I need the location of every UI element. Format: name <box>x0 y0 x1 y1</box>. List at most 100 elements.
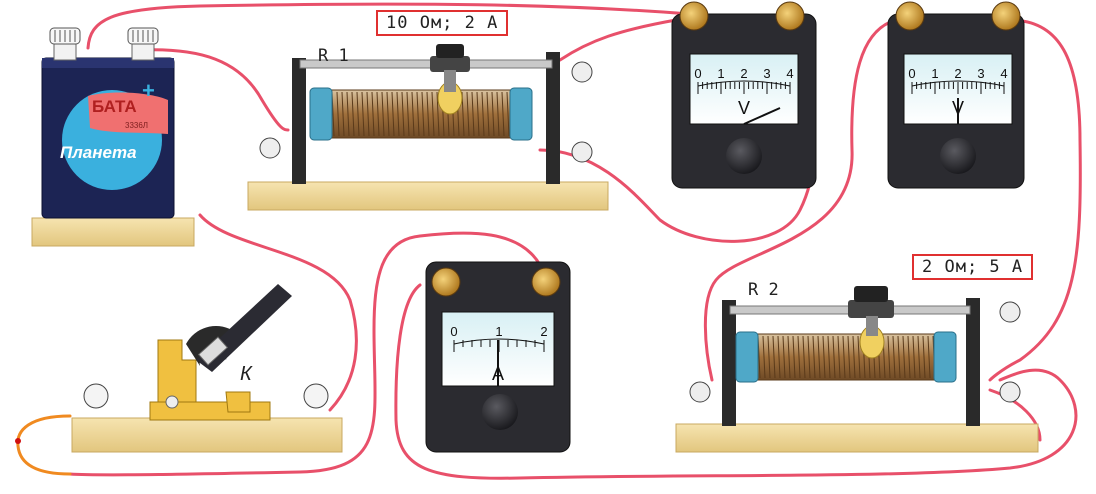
coil-turn <box>426 91 430 137</box>
coil-turn <box>917 335 921 379</box>
coil-turn <box>496 91 500 137</box>
scale-label: 1 <box>717 66 724 81</box>
knife-switch[interactable]: К <box>71 284 343 453</box>
scale-label: 0 <box>694 66 701 81</box>
r2-terminal-right-top[interactable] <box>999 301 1021 323</box>
coil-turn <box>416 91 420 137</box>
voltmeter-zero-knob[interactable] <box>726 138 762 174</box>
r2-terminal-right-bottom[interactable] <box>999 381 1021 403</box>
r1-terminal-right-bottom[interactable] <box>571 141 593 163</box>
scale-label: 1 <box>931 66 938 81</box>
coil-turn <box>486 91 490 137</box>
r1-name: R 1 <box>318 46 349 66</box>
ammeter-zero-knob[interactable] <box>482 394 518 430</box>
battery-plus-sign: + <box>142 78 155 103</box>
r1-terminal-left[interactable] <box>259 137 281 159</box>
coil-turn <box>481 91 485 137</box>
wire-r1-voltmeter <box>558 18 678 62</box>
r1-base <box>247 181 609 211</box>
coil-turn <box>421 91 425 137</box>
voltmeter2-terminal-right[interactable] <box>991 1 1021 31</box>
wires <box>16 2 1082 480</box>
coil-turn <box>386 91 390 137</box>
coil-turn <box>887 335 891 379</box>
coil-turn <box>436 91 440 137</box>
ammeter-terminal-right[interactable] <box>531 267 561 297</box>
coil-turn <box>336 91 340 137</box>
coil-turn <box>912 335 916 379</box>
coil-turn <box>371 91 375 137</box>
wire-ammeter-r1 <box>68 231 542 477</box>
coil-turn <box>897 335 901 379</box>
coil-turn <box>411 91 415 137</box>
scale-label: 1 <box>495 324 502 339</box>
coil-turn <box>466 91 470 137</box>
voltmeter2-zero-knob[interactable] <box>940 138 976 174</box>
ammeter-terminal-left[interactable] <box>431 267 461 297</box>
scale-label: 4 <box>1000 66 1007 81</box>
wire-ammeter-left <box>394 283 1078 480</box>
scale-label: 2 <box>740 66 747 81</box>
r2-name: R 2 <box>748 280 779 300</box>
wire-free-end-tip[interactable] <box>15 438 21 444</box>
coil-turn <box>847 335 851 379</box>
coil-turn <box>356 91 360 137</box>
scale-label: 0 <box>908 66 915 81</box>
battery-brand: Планета <box>60 143 137 162</box>
wire-battery-top <box>86 2 692 50</box>
coil-turn <box>361 91 365 137</box>
r2-slider[interactable] <box>848 286 894 359</box>
switch-base <box>71 417 343 453</box>
coil-turn <box>907 335 911 379</box>
coil-turn <box>381 91 385 137</box>
coil-turn <box>346 91 350 137</box>
scale-label: 2 <box>540 324 547 339</box>
coil-turn <box>797 335 801 379</box>
coil-turn <box>777 335 781 379</box>
wire-battery-switch <box>198 213 358 412</box>
coil-turn <box>772 335 776 379</box>
coil-turn <box>842 335 846 379</box>
coil-turn <box>892 335 896 379</box>
coil-turn <box>787 335 791 379</box>
scale-label: 2 <box>954 66 961 81</box>
voltmeter-terminal-right[interactable] <box>775 1 805 31</box>
r1-rating: 10 Ом; 2 А <box>376 10 509 36</box>
wire-r2-bottom <box>988 388 1042 442</box>
scale-label: 0 <box>450 324 457 339</box>
r2-rating: 2 Ом; 5 А <box>912 254 1034 280</box>
voltmeter-terminal-left[interactable] <box>679 1 709 31</box>
coil-turn <box>812 335 816 379</box>
wire-voltmeter2-right <box>988 18 1082 382</box>
r1-terminal-right-top[interactable] <box>571 61 593 83</box>
coil-turn <box>827 335 831 379</box>
switch-terminal-left[interactable] <box>83 383 109 409</box>
coil-turn <box>822 335 826 379</box>
coil-turn <box>902 335 906 379</box>
r1-slider[interactable] <box>430 44 470 115</box>
coil-turn <box>396 91 400 137</box>
coil-turn <box>802 335 806 379</box>
wire-free-end <box>16 414 72 476</box>
r2-terminal-left[interactable] <box>689 381 711 403</box>
voltmeter-unit: V <box>738 98 750 118</box>
coil-turn <box>391 91 395 137</box>
coil-turn <box>852 335 856 379</box>
coil-turn <box>837 335 841 379</box>
battery-terminal-right[interactable] <box>127 27 159 61</box>
coil-turn <box>431 91 435 137</box>
voltmeter-needle <box>743 107 781 125</box>
switch-terminal-right[interactable] <box>303 383 329 409</box>
battery-terminal-left[interactable] <box>49 27 81 61</box>
scale-label: 3 <box>977 66 984 81</box>
coil-turn <box>506 91 510 137</box>
coil-turn <box>762 335 766 379</box>
coil-turn <box>366 91 370 137</box>
coil-turn <box>476 91 480 137</box>
voltmeter2-terminal-left[interactable] <box>895 1 925 31</box>
scale-label: 3 <box>763 66 770 81</box>
voltmeter2-scale: 0 1 2 3 4 <box>908 66 1008 94</box>
coil-turn <box>832 335 836 379</box>
coil-turn <box>857 335 861 379</box>
